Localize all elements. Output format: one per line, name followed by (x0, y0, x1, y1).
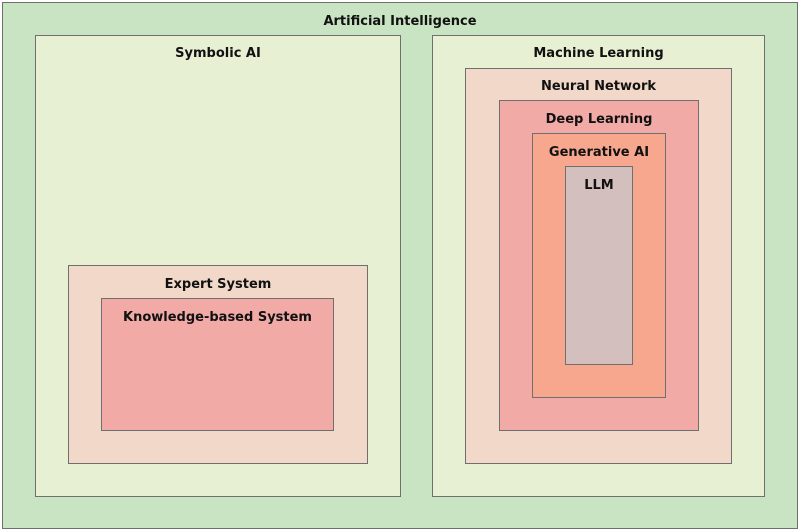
artificial-intelligence-label: Artificial Intelligence (323, 14, 477, 29)
deep-learning-label: Deep Learning (545, 112, 653, 127)
llm-label: LLM (584, 178, 614, 193)
llm-box: LLM (565, 166, 633, 365)
expert-system-label: Expert System (164, 277, 272, 292)
knowledge-based-system-box: Knowledge-based System (101, 298, 334, 431)
neural-network-label: Neural Network (540, 79, 657, 94)
symbolic-ai-label: Symbolic AI (175, 46, 261, 61)
generative-ai-label: Generative AI (548, 145, 650, 160)
machine-learning-label: Machine Learning (533, 46, 664, 61)
knowledge-based-system-label: Knowledge-based System (123, 310, 312, 325)
